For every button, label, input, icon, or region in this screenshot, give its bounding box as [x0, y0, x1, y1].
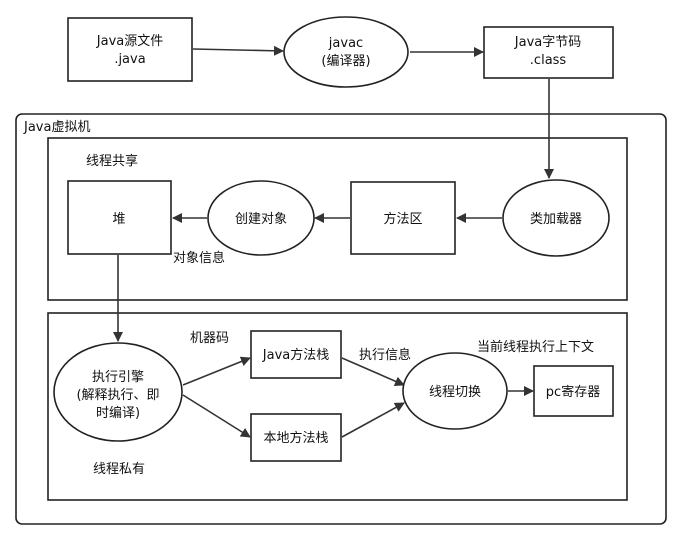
node-class-loader: 类加载器 [502, 179, 610, 257]
java-source-line1: Java源文件 [96, 34, 163, 49]
exec-engine-line3: 时编译) [96, 406, 140, 421]
jvm-frame [15, 113, 667, 525]
exec-engine-line1: 执行引擎 [92, 370, 144, 385]
javac-line1: javac [328, 36, 363, 51]
node-bytecode: Java字节码 .class [483, 26, 614, 79]
edge-engine-to-native-stack [182, 394, 251, 438]
private-label: 线程私有 [93, 462, 145, 477]
object-info-label: 对象信息 [173, 250, 225, 266]
node-create-object: 创建对象 [207, 180, 315, 256]
node-native-stack: 本地方法栈 [250, 413, 342, 462]
node-heap: 堆 [67, 180, 172, 255]
heap-label: 堆 [112, 212, 125, 227]
node-method-area: 方法区 [350, 181, 456, 255]
bytecode-line1: Java字节码 [514, 35, 581, 50]
pc-register-label: pc寄存器 [546, 384, 600, 400]
node-java-stack: Java方法栈 [250, 330, 342, 379]
node-java-source: Java源文件 .java [67, 17, 193, 82]
native-stack-label: 本地方法栈 [263, 430, 328, 446]
edge-source-to-javac [192, 45, 284, 56]
method-area-label: 方法区 [383, 211, 422, 227]
node-pc-register: pc寄存器 [533, 365, 614, 417]
thread-context-label: 当前线程执行上下文 [477, 339, 594, 355]
machine-code-label: 机器码 [190, 331, 229, 346]
node-exec-engine: 执行引擎 (解释执行、即 时编译) [53, 342, 183, 442]
jvm-label: Java虚拟机 [23, 120, 90, 135]
bytecode-line2: .class [530, 53, 567, 68]
javac-line2: (编译器) [321, 54, 370, 69]
java-source-line2: .java [114, 52, 145, 67]
create-object-label: 创建对象 [235, 212, 287, 227]
thread-switch-label: 线程切换 [429, 385, 481, 400]
exec-info-label: 执行信息 [359, 347, 411, 363]
shared-frame [47, 137, 628, 301]
edge-java-stack-to-switch [341, 357, 405, 386]
node-javac: javac (编译器) [283, 16, 409, 88]
shared-label: 线程共享 [86, 153, 138, 169]
edge-engine-to-java-stack [182, 356, 251, 386]
class-loader-label: 类加载器 [530, 212, 582, 227]
edge-native-stack-to-switch [341, 402, 405, 438]
private-frame [47, 312, 628, 501]
exec-engine-line2: (解释执行、即 [76, 388, 159, 403]
node-thread-switch: 线程切换 [402, 352, 508, 430]
java-stack-label: Java方法栈 [262, 347, 329, 363]
